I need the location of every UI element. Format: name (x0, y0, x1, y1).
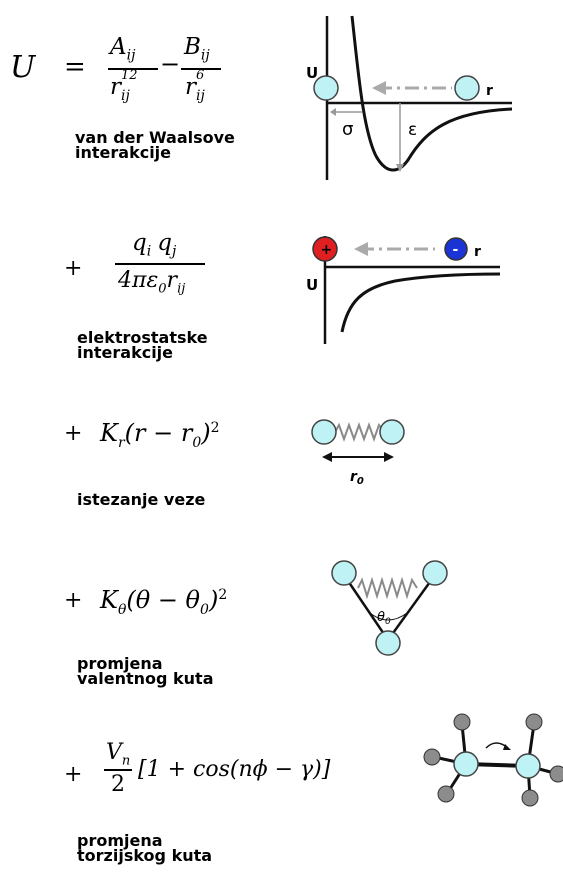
bond (386, 574, 437, 641)
arrowhead (322, 452, 332, 462)
x-axis-label: r (486, 83, 493, 99)
potential-curve (340, 272, 501, 333)
fraction-bar (104, 769, 132, 771)
sigma-label: σ (342, 119, 353, 140)
substituent (437, 785, 455, 803)
x-axis-label: r (474, 244, 481, 260)
angle-label: θ0 (377, 610, 391, 627)
atom-right (515, 753, 541, 779)
length-label: r0 (350, 469, 364, 487)
positive-charge (312, 236, 338, 262)
angle-bend-diagram: θ0 (331, 560, 448, 656)
spring (357, 576, 418, 600)
electrostatic-label: elektrostatske interakcije (77, 328, 208, 362)
angle-bend-expression: Kθ(θ − θ0)2 (100, 586, 228, 618)
plus-sign: + (64, 256, 83, 281)
plus-sign: + (64, 762, 83, 787)
spring (334, 422, 385, 442)
fraction-denominator-2: 2 (111, 772, 125, 797)
fraction-denominator-coulomb: 4πε0rij (118, 268, 186, 297)
substituent (423, 748, 441, 766)
minus-sign: − (160, 50, 181, 78)
atom-left (311, 419, 337, 445)
fraction-numerator-a: Aij (110, 34, 136, 64)
atom-left (331, 560, 357, 586)
substituent (525, 713, 543, 731)
negative-charge (444, 237, 468, 261)
fixed-atom (313, 75, 339, 101)
moving-atom (454, 75, 480, 101)
epsilon-label: ε (408, 120, 417, 140)
y-axis-label: U (306, 64, 318, 82)
atom-right (379, 419, 405, 445)
torsion-label: promjena torzijskog kuta (77, 831, 213, 865)
torsion-expression: [1 + cos(nϕ − γ)] (138, 757, 331, 782)
fraction-bar (108, 68, 158, 70)
angle-arc (369, 612, 408, 621)
bond-stretch-diagram: r0 (311, 419, 405, 487)
lennard-jones-diagram: U r σ ε (306, 15, 513, 180)
fraction-bar (181, 68, 221, 70)
bond (342, 574, 390, 641)
bond-stretch-label: istezanje veze (77, 490, 206, 509)
equals-sign: = (64, 52, 86, 82)
angle-bend-label: promjena valentnog kuta (77, 654, 214, 688)
torsion-diagram (423, 713, 563, 807)
fraction-numerator-v: Vn (106, 740, 131, 769)
substituent (521, 789, 539, 807)
vdw-label: van der Waalsove interakcije (75, 128, 235, 162)
y-axis-label: U (306, 276, 318, 294)
coulomb-diagram: + - r U (306, 236, 501, 344)
atom-center (375, 630, 401, 656)
arrowhead (372, 81, 386, 95)
fraction-numerator-b: Bij (184, 34, 210, 64)
energy-symbol: U (10, 50, 36, 85)
fraction-bar (115, 263, 205, 265)
arrowhead (396, 164, 404, 172)
bond-stretch-expression: Kr(r − r0)2 (100, 419, 220, 451)
atom-left (453, 751, 479, 777)
minus-glyph: - (453, 242, 459, 258)
plus-sign: + (64, 588, 83, 613)
arrowhead (503, 744, 511, 750)
plus-glyph: + (321, 242, 333, 258)
arrowhead (354, 242, 368, 256)
arrowhead (384, 452, 394, 462)
potential-curve (350, 15, 513, 172)
atom-right (422, 560, 448, 586)
plus-sign: + (64, 421, 83, 446)
substituent (549, 765, 563, 783)
substituent (453, 713, 471, 731)
arrowhead (330, 108, 336, 116)
